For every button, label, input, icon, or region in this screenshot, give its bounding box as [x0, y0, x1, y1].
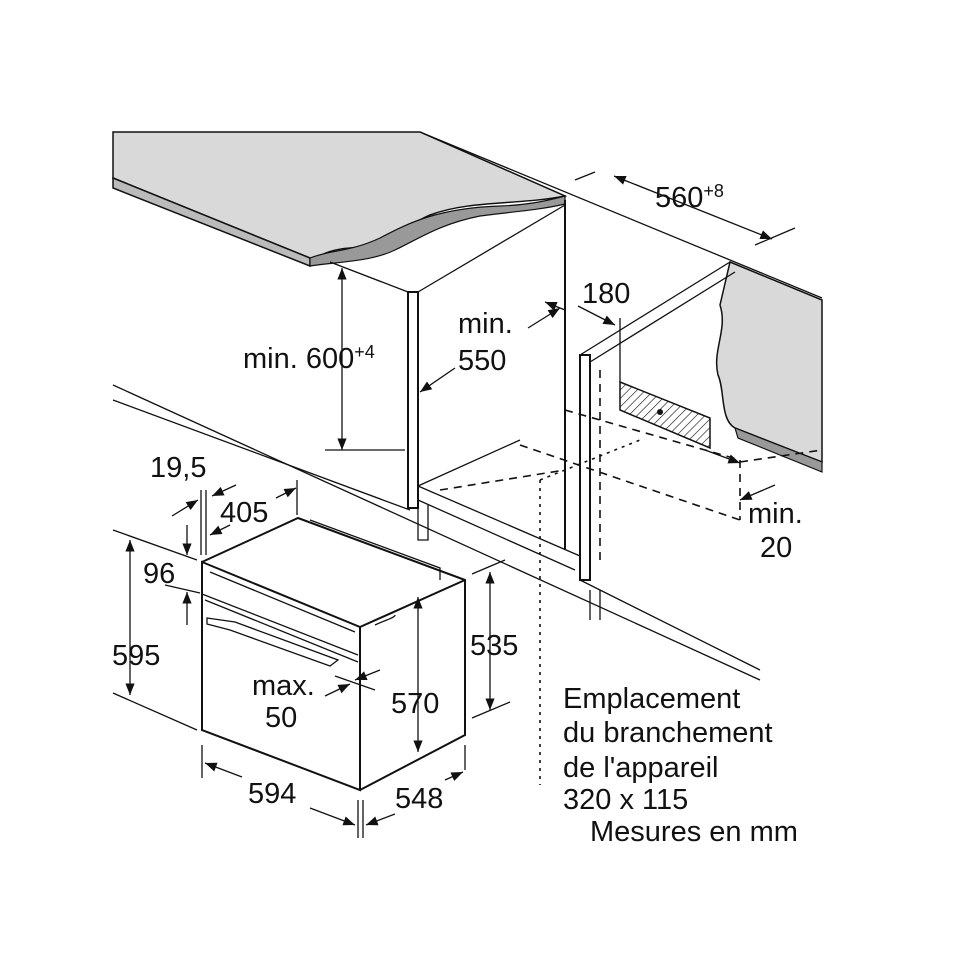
- cabinet-structure: [112, 131, 823, 785]
- note-line-3: de l'appareil: [563, 752, 718, 784]
- oven: [201, 516, 466, 792]
- top-strip-label: 96: [143, 558, 175, 590]
- min-depth-label-2: 550: [458, 345, 506, 377]
- oven-handle: [206, 617, 340, 667]
- door-gap-label-2: 50: [265, 702, 297, 734]
- min-depth-label-1: min.: [458, 308, 513, 340]
- socket-icon: [657, 409, 663, 415]
- dimension-lines: [112, 171, 796, 838]
- units-note: Mesures en mm: [590, 816, 798, 848]
- body-height-label: 570: [391, 688, 439, 720]
- door-gap-label-1: max.: [252, 670, 315, 702]
- oven-width-label: 594: [248, 778, 296, 810]
- oven-depth-label: 548: [395, 783, 443, 815]
- cabinet-height-label: min. 600+4: [243, 342, 375, 375]
- front-offset-label: 19,5: [150, 452, 206, 484]
- right-countertop: [716, 260, 823, 473]
- side-gap-label-2: 20: [760, 532, 792, 564]
- note-line-4: 320 x 115: [563, 784, 688, 816]
- panel-depth-label: 405: [220, 497, 268, 529]
- countertop: [112, 131, 568, 268]
- rear-height-label: 535: [470, 630, 518, 662]
- note-line-1: Emplacement: [563, 683, 740, 715]
- note-line-2: du branchement: [563, 717, 773, 749]
- side-gap-label-1: min.: [748, 498, 803, 530]
- connection-depth-label: 180: [582, 278, 630, 310]
- connection-zone: [619, 318, 711, 450]
- niche-width-label: 560+8: [655, 181, 724, 214]
- oven-height-label: 595: [112, 640, 160, 672]
